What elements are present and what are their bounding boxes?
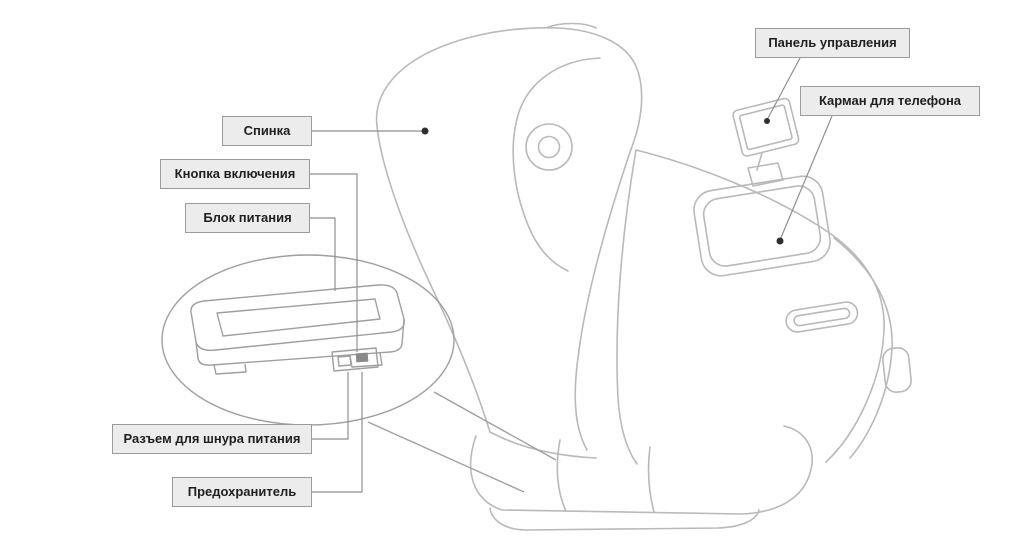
leader-phone-pocket [779, 115, 833, 241]
handle-slot-shape [785, 301, 859, 333]
label-power-button: Кнопка включения [160, 159, 310, 189]
armrest-inner-edge [616, 149, 638, 465]
headrest-notch [545, 22, 597, 29]
fuse-holder [337, 355, 352, 367]
leader-power-supply [310, 217, 336, 291]
connector-block [331, 347, 379, 372]
leader-dots [421, 118, 784, 245]
magnifier-wedge-line-bottom [367, 421, 525, 493]
footrest-divider-right [647, 446, 655, 513]
chair-line-art [375, 22, 912, 531]
control-panel-bracket [747, 162, 784, 187]
leader-cord-socket [312, 372, 349, 440]
dot-phone-pocket [776, 237, 784, 245]
seat-front-curve [489, 431, 597, 459]
leader-fuse [312, 372, 363, 493]
control-panel-screen [732, 97, 800, 157]
armrest-outer-edge [635, 149, 885, 463]
label-power-supply: Блок питания [185, 203, 310, 233]
label-control-panel: Панель управления [755, 28, 910, 58]
backrest-top-edge [557, 27, 643, 153]
dot-backrest [421, 127, 429, 135]
base-skirt [489, 507, 760, 531]
headrest-inner-curve [512, 57, 601, 272]
dot-control-panel [764, 118, 770, 124]
speaker-outer-circle [525, 123, 573, 171]
backrest-outline [375, 26, 559, 433]
power-socket [355, 352, 369, 363]
leader-power-button [310, 173, 358, 352]
side-handle-shape [882, 347, 912, 393]
power-supply-top-face [190, 284, 405, 352]
power-supply-foot-left [213, 363, 247, 375]
phone-pocket-shape [693, 175, 831, 277]
speaker-inner-circle [537, 135, 561, 159]
outer-shell-right [833, 237, 893, 459]
leader-control-panel [766, 57, 801, 121]
backrest-front-edge [574, 151, 631, 451]
footrest-divider-left [556, 439, 567, 512]
label-phone-pocket: Карман для телефона [800, 86, 980, 116]
label-backrest: Спинка [222, 116, 312, 146]
control-panel-stand [756, 152, 763, 171]
power-supply-front-face [195, 318, 405, 366]
footrest-body [469, 425, 813, 515]
label-power-cord-socket: Разъем для шнура питания [112, 424, 312, 454]
power-supply-top-inset [216, 298, 381, 337]
leader-lines [310, 57, 833, 493]
magnifier-wedge-line-top [433, 391, 557, 461]
label-fuse: Предохранитель [172, 477, 312, 507]
power-supply-detail [161, 254, 557, 493]
